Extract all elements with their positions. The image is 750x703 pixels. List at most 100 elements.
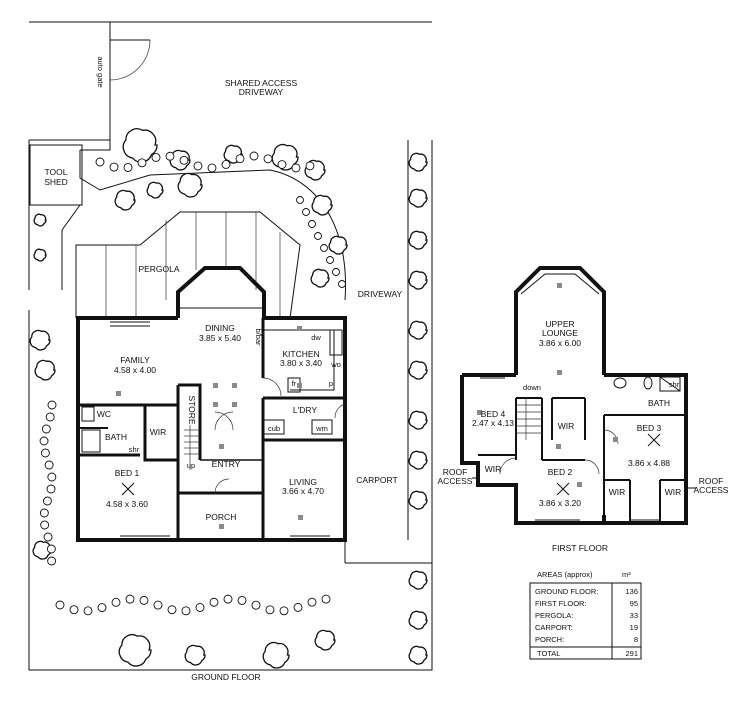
living-dimensions: 3.66 x 4.70	[282, 486, 324, 496]
shrub	[251, 600, 261, 610]
shrub	[307, 597, 317, 607]
shrub	[207, 163, 217, 173]
area-row-label: PERGOLA:	[535, 611, 573, 620]
shrub	[137, 158, 147, 168]
shrub	[291, 163, 301, 173]
bed1-dimensions: 4.58 x 3.60	[106, 499, 148, 509]
wc-label: WC	[97, 409, 111, 419]
shrub	[109, 162, 119, 172]
shrub	[277, 160, 287, 169]
shrub	[167, 605, 177, 615]
shrub	[40, 448, 50, 458]
ceiling-lights	[116, 326, 303, 529]
area-row-label: FIRST FLOOR:	[535, 599, 587, 608]
roof-access-right-2: ACCESS	[694, 485, 729, 495]
shrub	[111, 597, 121, 607]
plan-label: p	[329, 379, 333, 388]
shrub	[97, 603, 107, 613]
area-row-value: 136	[625, 587, 638, 596]
shrub	[265, 605, 275, 615]
shared-access-driveway-label: DRIVEWAY	[239, 87, 284, 97]
tree	[408, 360, 428, 380]
area-row-value: 95	[630, 599, 638, 608]
tree	[408, 320, 428, 340]
store-label: STORE	[187, 395, 197, 424]
shrub	[221, 160, 231, 169]
areas-total-label: TOTAL	[537, 649, 560, 658]
shrub	[165, 151, 175, 161]
shrub	[83, 606, 93, 616]
landscaping	[29, 127, 428, 669]
shrub	[326, 256, 334, 264]
upper-lounge-label-1: UPPER	[545, 319, 574, 329]
plan-label: shr	[669, 380, 680, 389]
bed2-dimensions: 3.86 x 3.20	[539, 498, 581, 508]
plan-label: down	[523, 383, 541, 392]
tree	[310, 268, 330, 288]
plan-label: WIR	[609, 487, 626, 497]
bed4-dimensions: 2.47 x 4.13	[472, 418, 514, 428]
laundry-label: L'DRY	[293, 405, 317, 415]
auto-gate-label: auto gate	[96, 56, 105, 87]
shrub	[320, 244, 328, 252]
ground-floor-walls	[76, 266, 347, 542]
plan-label: WIR	[558, 421, 575, 431]
shrub	[332, 268, 340, 276]
wir-ground-label: WIR	[150, 427, 167, 437]
tree	[408, 570, 428, 590]
tree	[33, 248, 47, 262]
family-dimensions: 4.58 x 4.00	[114, 365, 156, 375]
plan-label: dw	[311, 333, 321, 342]
shrub	[123, 163, 133, 172]
plan-label: shr	[129, 445, 140, 454]
shrub	[179, 155, 189, 165]
tree	[177, 172, 203, 198]
shrub	[69, 605, 79, 615]
tree	[408, 645, 428, 665]
shrub	[237, 595, 247, 605]
tree	[408, 450, 428, 470]
shrub	[305, 161, 315, 171]
driveway-label: DRIVEWAY	[358, 289, 403, 299]
bed2-label: BED 2	[548, 467, 573, 477]
tree	[122, 127, 158, 163]
shrub	[263, 154, 273, 164]
shrub	[153, 600, 163, 610]
areas-table: AREAS (approx) m² GROUND FLOOR:136FIRST …	[529, 570, 642, 660]
plan-label: WIR	[665, 487, 682, 497]
tree	[328, 235, 348, 255]
ground-floor-title: GROUND FLOOR	[191, 672, 260, 682]
area-row-label: GROUND FLOOR:	[535, 587, 598, 596]
roof-access-left-1: ROOF	[443, 467, 468, 477]
shrub	[249, 151, 259, 161]
tool-shed: TOOL SHED	[29, 144, 83, 206]
shrub	[40, 520, 50, 530]
shrub	[209, 597, 219, 607]
shared-access-label: SHARED ACCESS	[225, 78, 298, 88]
shrub	[47, 556, 57, 566]
tree	[408, 152, 428, 172]
tree	[34, 359, 56, 381]
shrub	[195, 603, 205, 612]
ceiling-fan-bed1	[121, 482, 135, 496]
shrub	[55, 600, 65, 610]
shrub	[44, 460, 54, 470]
plan-label: fr	[292, 379, 297, 388]
tree	[408, 188, 428, 208]
tree	[184, 644, 206, 666]
shrub	[47, 472, 57, 482]
living-label: LIVING	[289, 477, 317, 487]
ceiling-fan-first-floor	[556, 433, 661, 496]
shrub	[43, 532, 53, 542]
bath-ground-label: BATH	[105, 432, 127, 442]
shrub	[296, 196, 304, 204]
shrub	[41, 424, 51, 434]
shrub	[181, 606, 191, 616]
area-row-label: PORCH:	[535, 635, 564, 644]
bath-first-label: BATH	[648, 398, 670, 408]
tree	[408, 410, 428, 430]
tree	[118, 633, 152, 667]
shrub	[125, 594, 135, 604]
bed3-dimensions: 3.86 x 4.88	[628, 458, 670, 468]
